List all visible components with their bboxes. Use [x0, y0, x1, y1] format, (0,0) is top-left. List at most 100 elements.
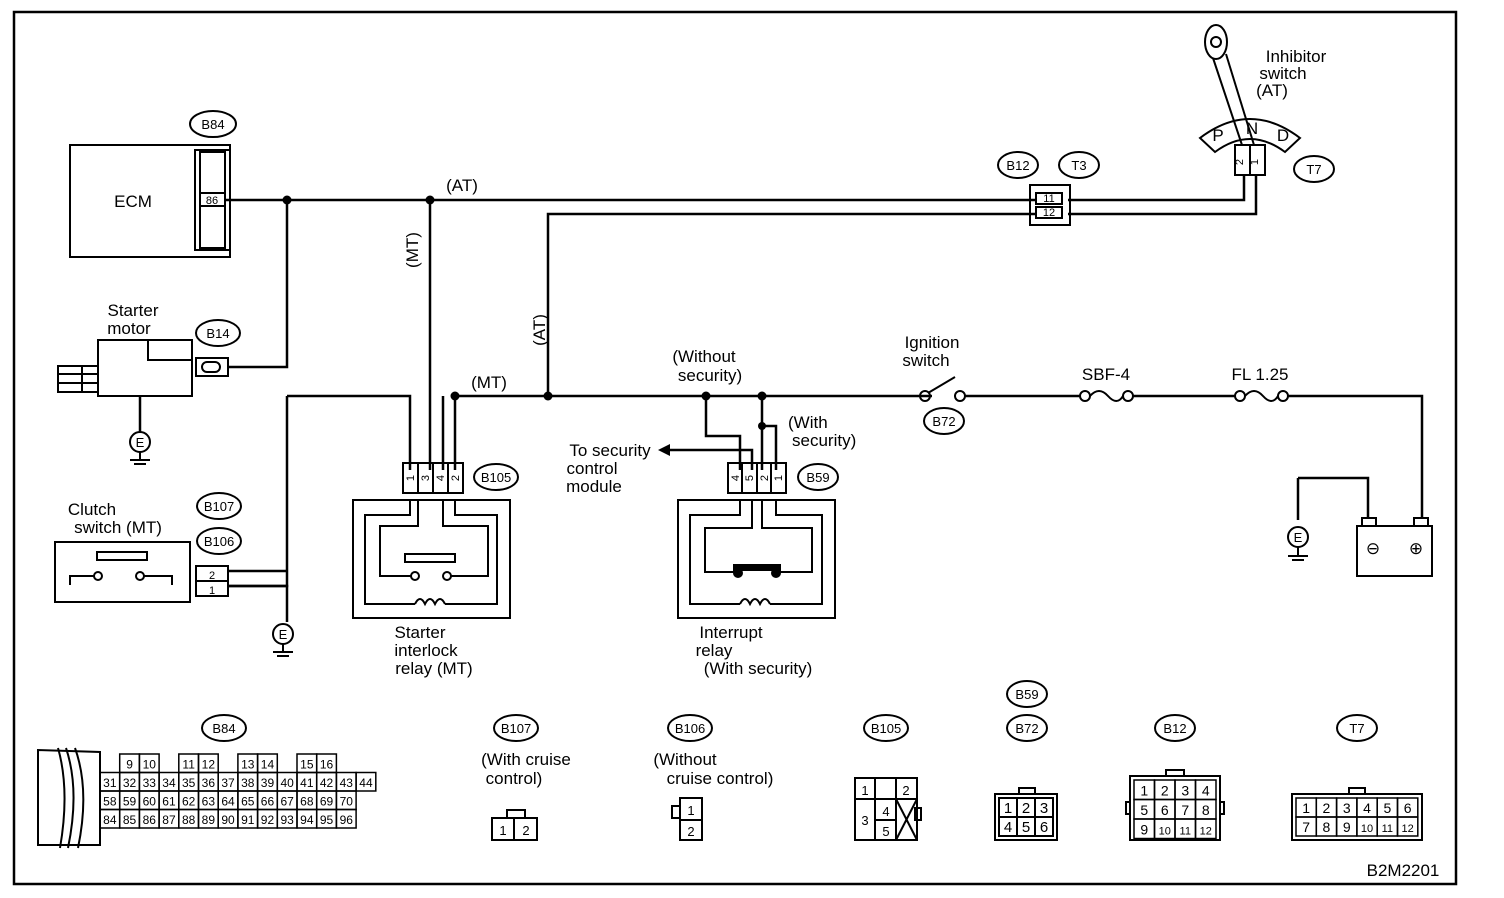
legend-b72-tag	[1006, 714, 1048, 742]
connector-b59-tag	[797, 463, 839, 491]
legend-b84-tag	[201, 714, 247, 742]
b84-pin: 60	[143, 795, 157, 809]
wire-label-without-security-2: security)	[678, 366, 742, 385]
fuse-fl125-icon	[1234, 390, 1289, 402]
legend-b106-pin-2: 2	[687, 824, 694, 839]
b84-pin: 93	[280, 813, 294, 827]
connector-b14-tag	[195, 319, 241, 347]
b84-pin: 91	[241, 813, 255, 827]
b12-pin: 9	[1140, 822, 1148, 838]
b84-pin: 41	[300, 776, 314, 790]
b84-pin: 63	[202, 795, 216, 809]
ground-label-clutch: E	[279, 627, 288, 642]
legend-b84-connector	[37, 747, 101, 849]
b84-pin: 84	[103, 813, 117, 827]
t7-pin: 9	[1343, 819, 1351, 835]
wire-label-at-vertical: (AT)	[530, 314, 549, 346]
connector-t3-label: T3	[1071, 158, 1086, 173]
b84-pin: 95	[320, 813, 334, 827]
t7-pin: 8	[1323, 819, 1331, 835]
security-module-label-1: To security	[569, 441, 651, 460]
b84-pin: 12	[202, 758, 216, 772]
b84-pin: 16	[320, 758, 334, 772]
b12-pin: 7	[1181, 802, 1189, 818]
connector-t7-tag	[1293, 155, 1335, 183]
legend-b106-note-2: cruise control)	[667, 769, 774, 788]
t7-pin-1: 1	[1249, 159, 1261, 165]
connector-b105-tag	[473, 463, 519, 491]
interrupt-relay-label-3: (With security)	[704, 659, 813, 678]
legend-b12-title: B12	[1163, 721, 1186, 736]
wire-label-without-security-1: (Without	[672, 347, 736, 366]
b84-pin: 15	[300, 758, 314, 772]
ignition-label-2: switch	[902, 351, 949, 370]
legend-b107-tag	[493, 714, 539, 742]
connector-b12-label: B12	[1006, 158, 1029, 173]
legend-b105-pin-5: 5	[882, 824, 889, 839]
ground-label-starter: E	[136, 435, 145, 450]
b84-pin: 62	[182, 795, 196, 809]
main-wires	[225, 175, 1424, 622]
starter-interlock-relay: 1 3 4 2	[352, 462, 511, 619]
legend-b72-connector	[994, 787, 1058, 841]
fuse-fl125-label: FL 1.25	[1231, 365, 1288, 384]
connector-b72-tag	[923, 407, 965, 435]
b84-pin: 88	[182, 813, 196, 827]
legend-b107-note-1: (With cruise	[481, 750, 571, 769]
b12-pin: 5	[1140, 802, 1148, 818]
legend-b105-pin-3: 3	[861, 813, 868, 828]
legend-b107-pin-2: 2	[522, 823, 529, 838]
ignition-label-1: Ignition	[905, 333, 960, 352]
connector-b14-label: B14	[206, 326, 229, 341]
b12-pin: 8	[1202, 802, 1210, 818]
clutch-switch-label-1: Clutch	[68, 500, 116, 519]
b84-pin: 11	[182, 758, 195, 772]
b84-pin: 40	[280, 776, 294, 790]
legend-b59-tag	[1006, 680, 1048, 708]
starter-relay-label-3: relay (MT)	[395, 659, 472, 678]
b84-pin: 35	[182, 776, 196, 790]
legend-b106-title: B106	[675, 721, 705, 736]
b84-pin: 92	[261, 813, 275, 827]
b84-pin: 89	[202, 813, 216, 827]
legend-b106-note-1: (Without	[653, 750, 717, 769]
legend-b105-pin-2: 2	[902, 783, 909, 798]
b59-pin-1: 1	[773, 475, 785, 481]
wire-label-with-security-2: security)	[792, 431, 856, 450]
legend-b12-tag	[1154, 714, 1196, 742]
b84-pin: 31	[103, 776, 117, 790]
wire-label-mt-vertical: (MT)	[403, 232, 422, 268]
b105-pin-1: 1	[405, 475, 417, 481]
ecm-unit: 86 ECM	[69, 144, 231, 258]
inhibitor-position-p: P	[1212, 126, 1223, 145]
b12-pin: 10	[1159, 826, 1171, 838]
connector-b107-label: B107	[204, 499, 234, 514]
ecm-pin-label: 86	[206, 195, 218, 207]
b84-pin: 9	[126, 758, 133, 772]
b84-pin: 44	[359, 776, 373, 790]
b12-pin: 11	[1180, 826, 1191, 838]
security-module-label-2: control	[566, 459, 617, 478]
starter-motor-label-2: motor	[107, 319, 151, 338]
connector-b72-label: B72	[932, 414, 955, 429]
ground-icon-battery	[1287, 526, 1309, 561]
t7-pin: 7	[1302, 819, 1310, 835]
fuse-sbf4-icon	[1079, 390, 1134, 402]
legend-b72-title: B72	[1015, 721, 1038, 736]
legend-b106-pin-1: 1	[687, 803, 694, 818]
b105-pin-3: 3	[420, 475, 432, 481]
b84-pin: 34	[162, 776, 176, 790]
inhibitor-position-d: D	[1277, 126, 1289, 145]
legend-b107-connector: 1 2	[491, 809, 538, 841]
b84-pin: 39	[261, 776, 275, 790]
ecm-label: ECM	[114, 192, 152, 211]
t7-pin-2: 2	[1234, 159, 1246, 165]
b84-pin: 10	[143, 758, 157, 772]
b72-pin: 1	[1004, 800, 1012, 817]
b84-pin: 13	[241, 758, 255, 772]
b105-pin-2: 2	[450, 475, 462, 481]
inhibitor-label-3: (AT)	[1256, 81, 1288, 100]
